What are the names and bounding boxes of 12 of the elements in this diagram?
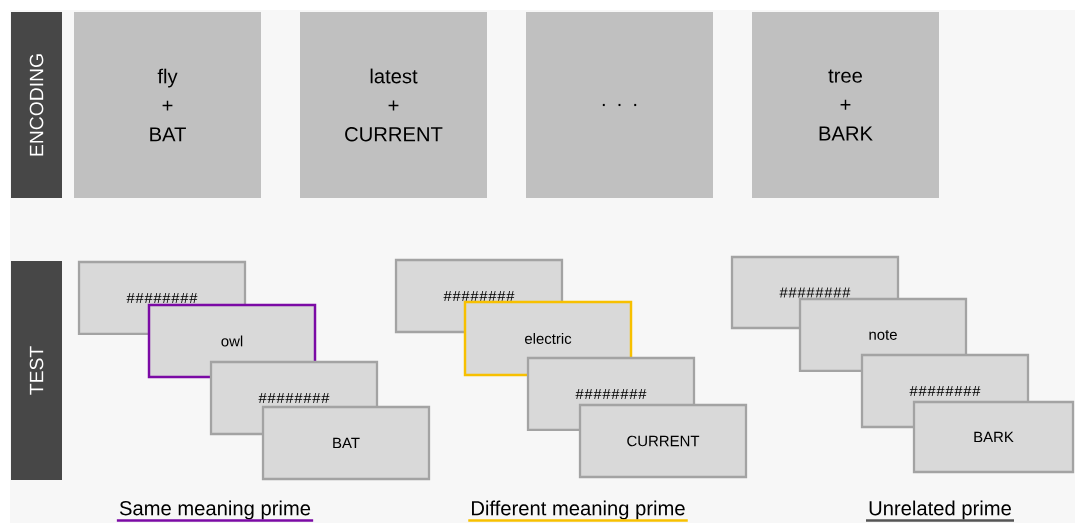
- stimulus-box: tree + BARK: [752, 12, 939, 198]
- condition-label: Unrelated prime: [866, 500, 1014, 522]
- section-band: ENCODING: [11, 12, 62, 198]
- condition-label: Different meaning prime: [468, 500, 688, 522]
- condition-label: Same meaning prime: [116, 500, 314, 522]
- word-card: BAT: [261, 405, 431, 481]
- stimulus-box: latest + CURRENT: [300, 12, 487, 198]
- word-card: BARK: [912, 400, 1075, 474]
- section-band: TEST: [11, 261, 62, 480]
- stimulus-box: . . .: [526, 12, 713, 198]
- word-card: CURRENT: [578, 403, 748, 479]
- stimulus-box: fly + BAT: [74, 12, 261, 198]
